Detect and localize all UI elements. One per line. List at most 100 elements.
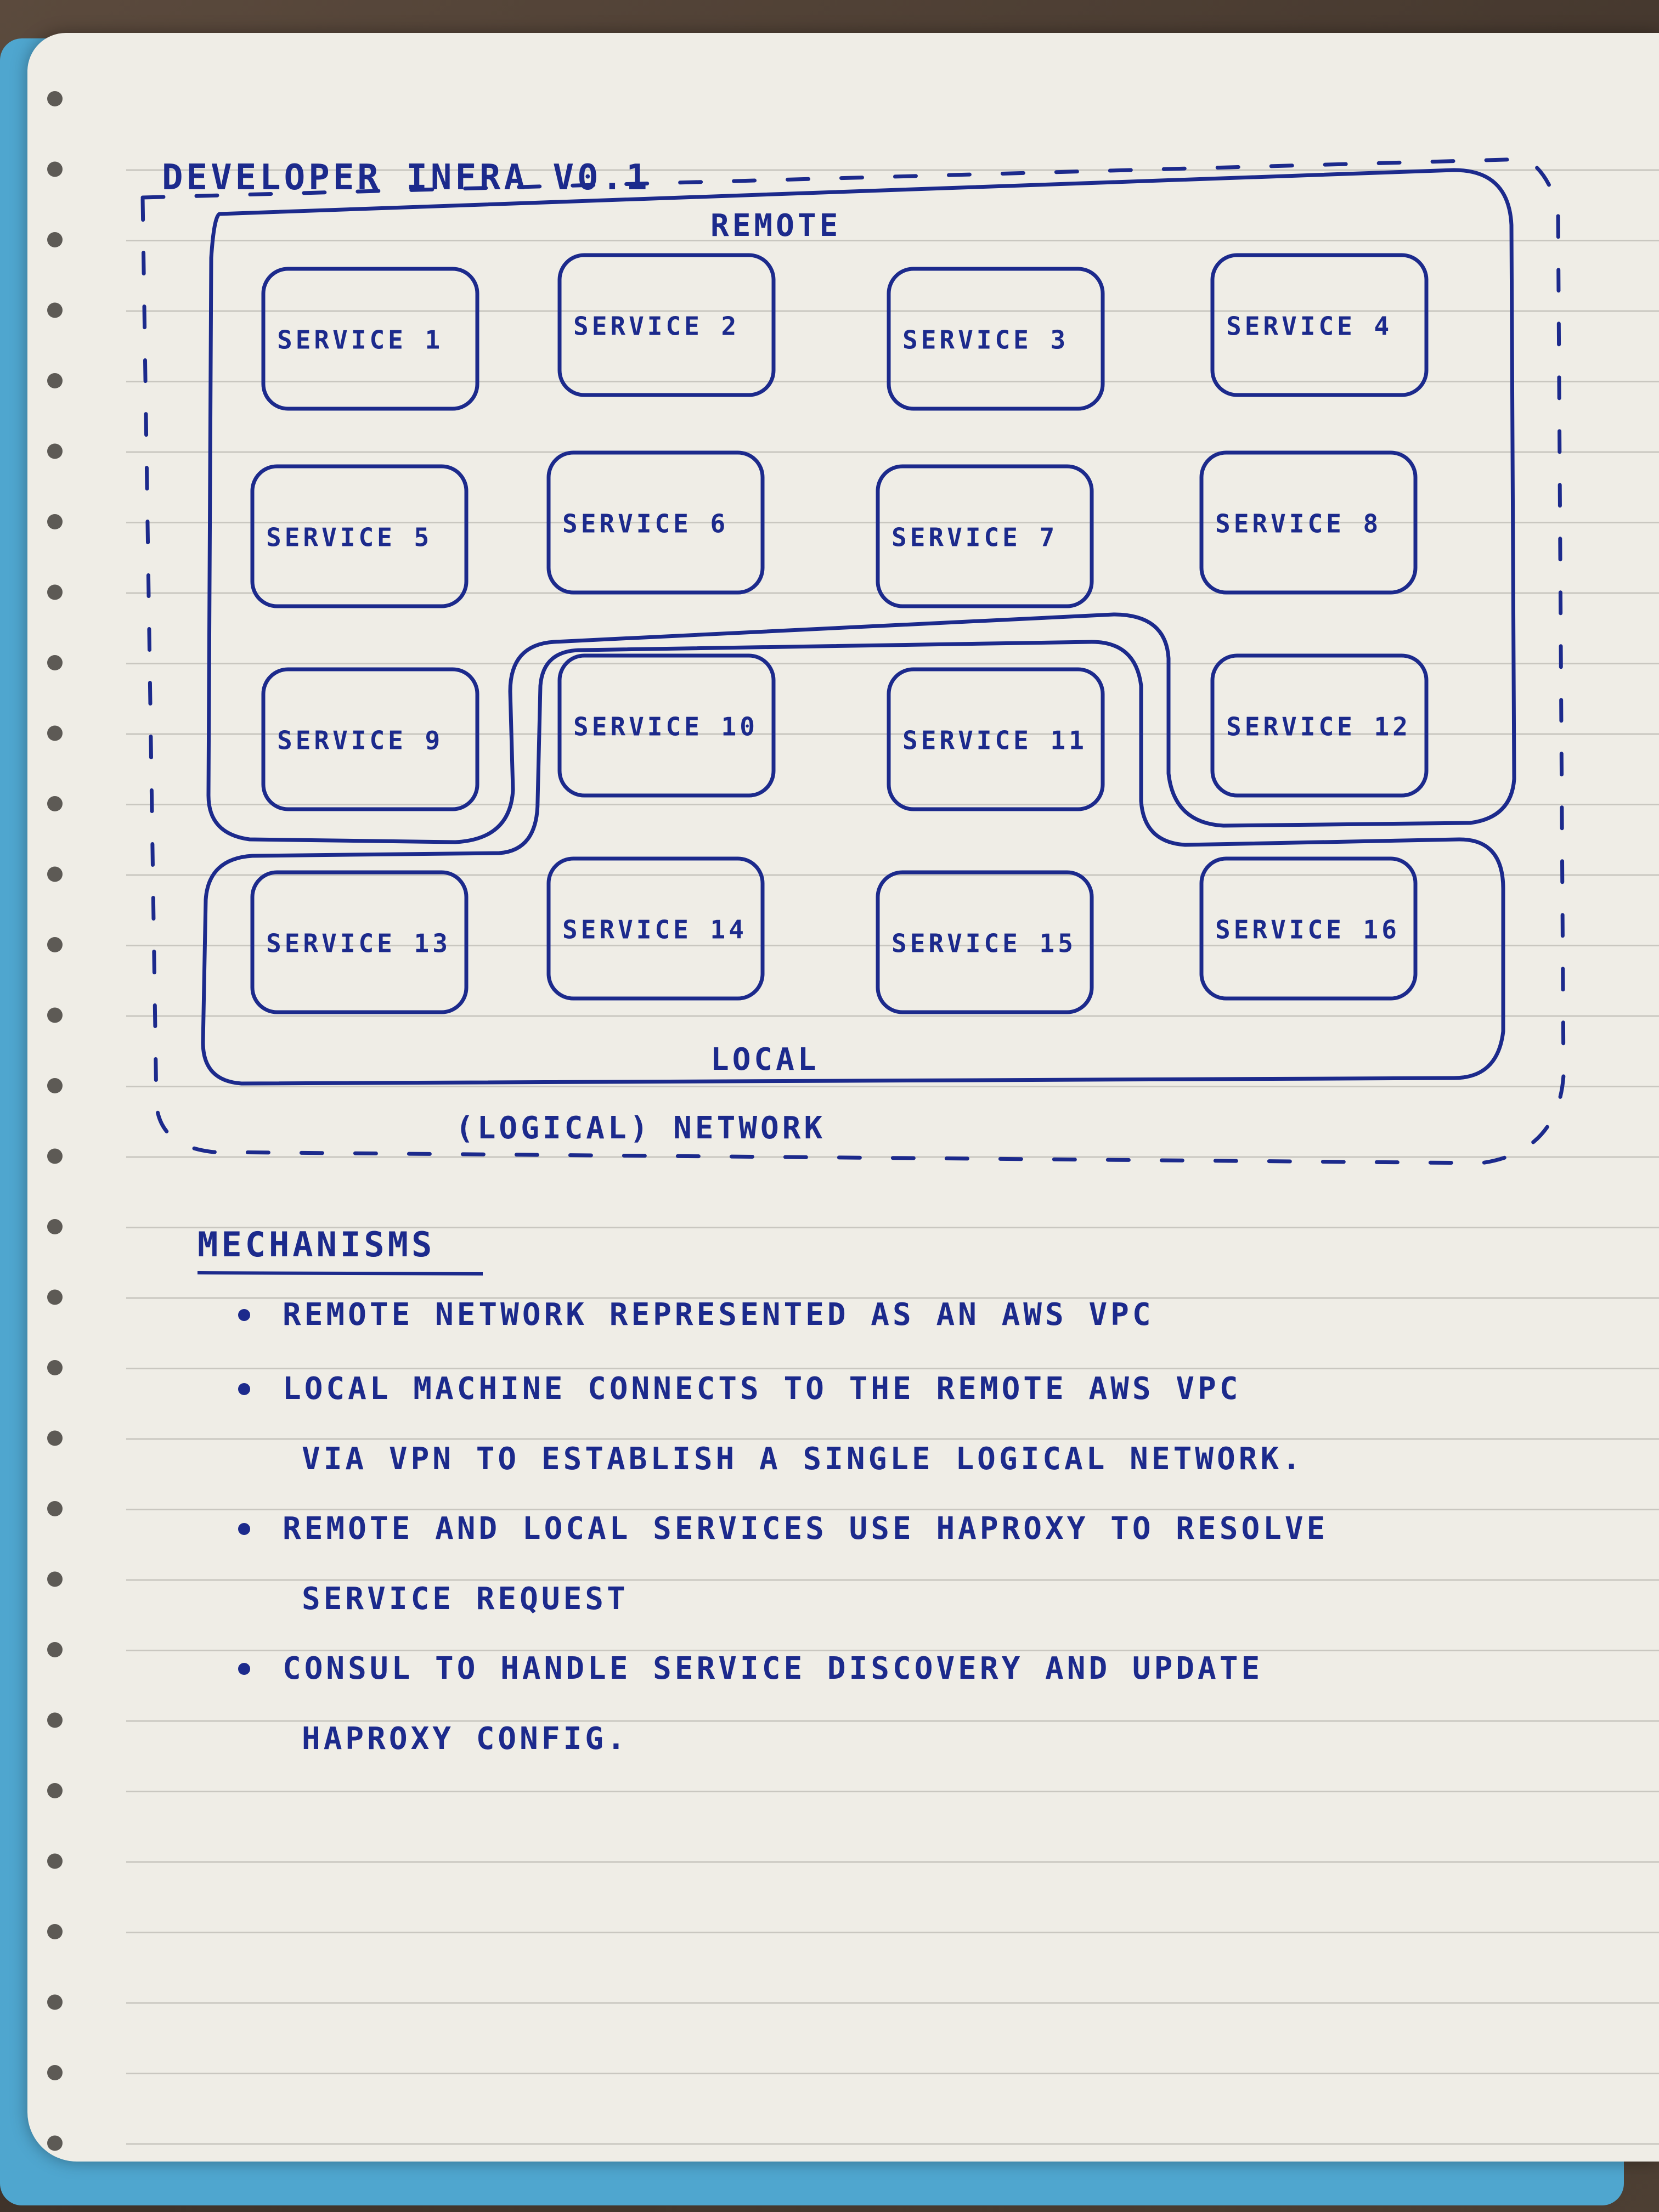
binding-hole [47,2065,63,2080]
binding-hole [47,1148,63,1164]
binding-hole [47,1994,63,2010]
bullet-dot [238,1523,250,1535]
service-label: SERVICE 4 [1226,312,1392,341]
binding-hole [47,866,63,882]
local-group-boundary [201,640,1505,1086]
note-line: REMOTE NETWORK REPRESENTED AS AN AWS VPC [283,1297,1154,1333]
binding-hole [47,1430,63,1446]
binding-hole [47,1783,63,1798]
service-box-outline [887,667,1105,811]
service-box-3: SERVICE 3 [887,267,1105,411]
remote-label: REMOTE [710,208,841,244]
binding-hole [47,584,63,600]
note-line: LOCAL MACHINE CONNECTS TO THE REMOTE AWS… [283,1371,1241,1407]
service-box-4: SERVICE 4 [1210,253,1429,397]
notes-bullet-list: REMOTE NETWORK REPRESENTED AS AN AWS VPC… [238,1297,1328,1757]
binding-hole [47,1571,63,1587]
service-box-outline [261,667,479,811]
note-line: CONSUL TO HANDLE SERVICE DISCOVERY AND U… [283,1651,1263,1686]
note-line: VIA VPN TO ESTABLISH A SINGLE LOGICAL NE… [302,1441,1304,1477]
service-label: SERVICE 3 [902,325,1069,355]
service-box-outline [250,464,469,608]
logical-network-boundary [140,157,1566,1165]
binding-hole [47,1078,63,1093]
ruled-lines [126,169,1659,2145]
notebook-page: DEVELOPER INFRA V0.1 REMOTE LOCAL (LOGIC… [27,33,1659,2162]
binding-hole [47,373,63,388]
binding-hole [47,1219,63,1234]
service-label: SERVICE 1 [277,325,443,355]
binding-hole [47,302,63,318]
bullet-dot [238,1383,250,1395]
service-box-12: SERVICE 12 [1210,653,1429,798]
service-label: SERVICE 9 [277,726,443,755]
service-box-outline [887,267,1105,411]
binding-hole [47,91,63,106]
binding-hole [47,1501,63,1516]
bullet-dot [238,1663,250,1675]
note-line: SERVICE REQUEST [302,1581,629,1617]
bullet-dot [238,1309,250,1321]
service-box-outline [546,856,765,1001]
note-line: REMOTE AND LOCAL SERVICES USE HAPROXY TO… [283,1511,1328,1547]
notes-heading-underline [197,1271,483,1276]
service-box-7: SERVICE 7 [876,464,1094,608]
service-box-1: SERVICE 1 [261,267,479,411]
service-box-15: SERVICE 15 [876,870,1094,1014]
service-box-outline [557,253,776,397]
service-label: SERVICE 13 [266,929,451,958]
service-box-outline [876,870,1094,1014]
service-box-16: SERVICE 16 [1199,856,1418,1001]
service-box-outline [557,653,776,798]
service-box-outline [546,450,765,595]
service-box-outline [1199,856,1418,1001]
service-box-9: SERVICE 9 [261,667,479,811]
note-line: HAPROXY CONFIG. [302,1721,629,1757]
service-box-outline [1199,450,1418,595]
binding-hole [47,161,63,177]
service-boxes: SERVICE 1 SERVICE 2 SERVICE 3 SERVICE 4 SERV… [250,253,1429,1014]
binding-hole [47,1642,63,1657]
binding-holes [47,91,63,2151]
service-box-6: SERVICE 6 [546,450,765,595]
service-label: SERVICE 12 [1226,712,1411,742]
service-box-10: SERVICE 10 [557,653,776,798]
binding-hole [47,1924,63,1939]
binding-hole [47,655,63,670]
binding-hole [47,514,63,529]
service-box-11: SERVICE 11 [887,667,1105,811]
network-label: (LOGICAL) NETWORK [455,1110,826,1146]
service-label: SERVICE 11 [902,726,1087,755]
service-label: SERVICE 14 [562,915,747,945]
binding-hole [47,1360,63,1375]
remote-group-boundary [206,168,1516,844]
service-label: SERVICE 8 [1215,509,1381,539]
binding-hole [47,796,63,811]
local-label: LOCAL [710,1042,820,1077]
service-label: SERVICE 15 [891,929,1076,958]
service-box-outline [1210,253,1429,397]
binding-hole [47,1853,63,1869]
service-label: SERVICE 6 [562,509,729,539]
service-box-14: SERVICE 14 [546,856,765,1001]
infra-diagram: DEVELOPER INFRA V0.1 REMOTE LOCAL (LOGIC… [140,157,1566,1757]
service-box-outline [1210,653,1429,798]
service-box-5: SERVICE 5 [250,464,469,608]
page-title: DEVELOPER INFRA V0.1 [162,157,651,198]
binding-hole [47,232,63,247]
binding-hole [47,725,63,741]
binding-hole [47,1007,63,1023]
binding-hole [47,1289,63,1305]
binding-hole [47,443,63,459]
service-label: SERVICE 5 [266,523,432,552]
service-box-13: SERVICE 13 [250,870,469,1014]
service-box-outline [261,267,479,411]
service-box-outline [876,464,1094,608]
binding-hole [47,937,63,952]
service-box-outline [250,870,469,1014]
service-label: SERVICE 16 [1215,915,1400,945]
service-label: SERVICE 10 [573,712,758,742]
notes-heading: MECHANISMS [198,1224,435,1265]
service-label: SERVICE 2 [573,312,740,341]
service-label: SERVICE 7 [891,523,1058,552]
